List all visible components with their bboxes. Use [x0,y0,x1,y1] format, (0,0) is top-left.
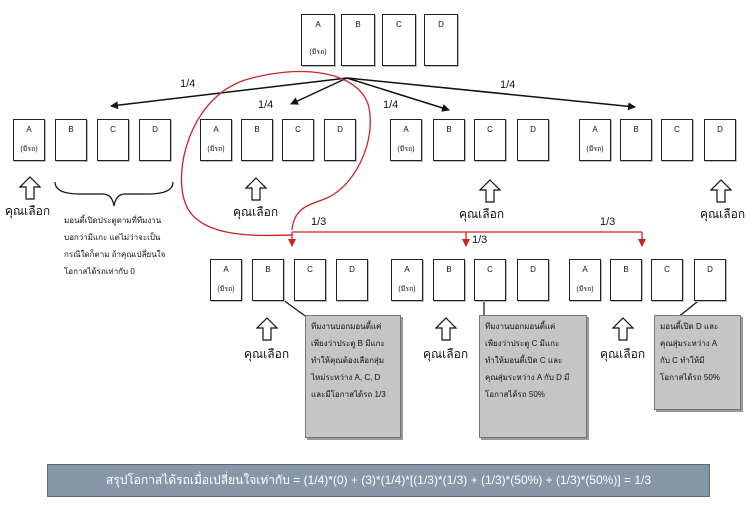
prob-case-2: 1/4 [258,99,274,111]
prob-branch-2: 1/3 [472,234,488,246]
case4-door-a: A(มีรถ) [579,119,611,161]
arrow-to-case-4 [346,77,636,111]
pick-label: คุณเลือก [244,347,290,361]
branch3-door-c: C [651,259,683,301]
up-arrow-icon [245,177,267,201]
summary-formula: สรุปโอกาสได้รถเมื่อเปลี่ยนใจเท่ากับ = (1… [47,464,710,497]
branch2-door-b: B [433,259,465,301]
branch3-door-b: B [610,259,642,301]
top-door-b: B [341,14,375,66]
case3-door-d: D [517,119,549,161]
case3-door-c: C [474,119,506,161]
case2-door-b: B [241,119,273,161]
case1-door-a: A(มีรถ) [13,119,45,161]
prob-case-1: 1/4 [180,78,196,90]
branch1-door-d: D [336,259,368,301]
callout-branch-3: มอนตี้เปิด D และ คุณสุ่มระหว่าง A กับ C … [654,315,741,410]
brace [54,181,174,207]
callout-branch-2: ทีมงานบอกมอนตี้แค่ เพียงว่าประตู C มีแกะ… [479,315,587,438]
case2-door-a: A(มีรถ) [200,119,232,161]
prob-case-4: 1/4 [500,79,516,91]
prob-branch-3: 1/3 [600,216,616,228]
case3-door-b: B [433,119,465,161]
case1-door-b: B [55,119,87,161]
branch2-door-c: C [474,259,506,301]
case3-door-a: A(มีรถ) [390,119,422,161]
pick-label: คุณเลือก [423,347,469,361]
branch2-door-a: A(มีรถ) [391,259,423,301]
pick-label: คุณเลือก [5,204,51,218]
case2-door-c: C [282,119,314,161]
top-door-c: C [382,14,416,66]
arrow-to-case-1 [110,77,348,110]
pick-label: คุณเลือก [600,347,646,361]
case4-door-d: D [704,119,736,161]
prob-branch-1: 1/3 [311,216,327,228]
case4-door-b: B [620,119,652,161]
case2-door-d: D [324,119,356,161]
up-arrow-icon [435,317,457,341]
arrow-to-case-3 [346,77,450,112]
up-arrow-icon [479,179,501,203]
callout-branch-1: ทีมงานบอกมอนตี้แค่ เพียงว่าประตู B มีแกะ… [305,315,401,438]
branch3-door-d: D [694,259,726,301]
arrow-to-case-2 [290,77,348,105]
case4-door-c: C [661,119,693,161]
up-arrow-icon [612,317,634,341]
top-door-d: D [424,14,458,66]
up-arrow-icon [710,179,732,203]
top-door-a: A(มีรถ) [301,14,335,66]
branch1-door-c: C [294,259,326,301]
prob-case-3: 1/4 [383,99,399,111]
case1-door-d: D [139,119,171,161]
pick-label: คุณเลือก [459,207,505,221]
case1-door-c: C [97,119,129,161]
branch3-door-a: A(มีรถ) [569,259,601,301]
up-arrow-icon [256,317,278,341]
pick-label: คุณเลือก [233,205,279,219]
red-loop [180,70,371,237]
branch2-door-d: D [517,259,549,301]
branch1-door-a: A(มีรถ) [210,259,242,301]
pick-label: คุณเลือก [700,207,746,221]
up-arrow-icon [19,176,41,200]
branch1-door-b: B [252,259,284,301]
note-case-1: มอนตี้เปิดประตูตามที่ทีมงาน บอกว่ามีแกะ … [64,216,166,276]
